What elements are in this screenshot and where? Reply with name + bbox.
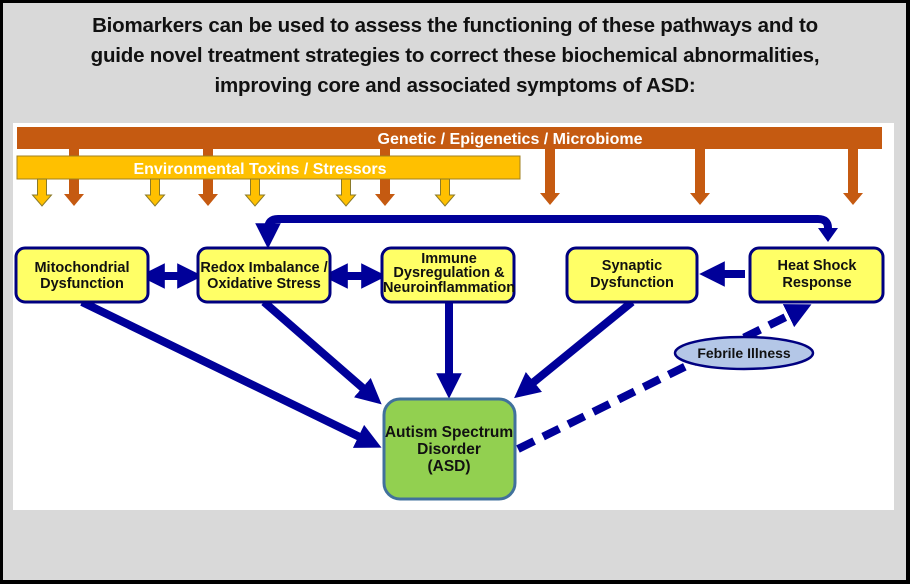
heading-line: guide novel treatment strategies to corr…: [90, 44, 820, 67]
node-label: Mitochondrial: [34, 260, 129, 276]
node-heat-shock: Heat Shock Response: [748, 246, 885, 304]
node-asd: Autism Spectrum Disorder (ASD): [382, 397, 517, 501]
environmental-drop-arrow: [434, 178, 456, 207]
genetic-drop-arrow: [843, 148, 863, 205]
heading-line: improving core and associated symptoms o…: [214, 74, 696, 97]
node-label: Dysregulation &: [393, 265, 505, 281]
node-label: Autism Spectrum: [385, 424, 513, 441]
node-label: Dysfunction: [590, 275, 674, 291]
genetic-drop-arrow: [690, 148, 710, 205]
node-label: Redox Imbalance /: [200, 260, 327, 276]
node-mitochondrial: Mitochondrial Dysfunction: [14, 246, 150, 304]
environmental-bar-label: Environmental Toxins / Stressors: [133, 161, 386, 178]
environmental-drop-arrow: [144, 178, 166, 207]
asd-to-heat-shock-dashed-arrow: [516, 304, 812, 453]
genetic-drop-arrow: [540, 148, 560, 205]
synaptic-to-asd-arrow: [514, 298, 635, 399]
heading-text: Biomarkers can be used to assess the fun…: [3, 11, 907, 101]
node-synaptic: Synaptic Dysfunction: [565, 246, 699, 304]
node-label: Oxidative Stress: [207, 276, 321, 292]
environmental-drop-arrow: [244, 178, 266, 207]
environmental-bar: [16, 155, 521, 180]
genetic-bar-label: Genetic / Epigenetics / Microbiome: [378, 131, 643, 148]
node-redox: Redox Imbalance / Oxidative Stress: [196, 246, 332, 304]
node-label: Immune: [421, 251, 477, 267]
node-label: Dysfunction: [40, 276, 124, 292]
genetic-bar: [17, 127, 882, 149]
node-label: Heat Shock: [778, 258, 858, 274]
environmental-factors-group: Environmental Toxins / Stressors: [16, 155, 521, 207]
febrile-illness-label: Febrile Illness: [697, 345, 791, 361]
node-immune: Immune Dysregulation & Neuroinflammation: [380, 246, 516, 304]
heading-line: Biomarkers can be used to assess the fun…: [92, 14, 818, 37]
environmental-drop-arrow: [335, 178, 357, 207]
environmental-drop-arrow: [31, 178, 53, 207]
redox-to-asd-arrow: [261, 298, 382, 405]
node-label: Response: [782, 275, 851, 291]
mito-to-asd-arrow: [80, 298, 382, 448]
node-label: Synaptic: [602, 258, 662, 274]
node-label: Neuroinflammation: [383, 280, 515, 296]
node-label: (ASD): [427, 458, 470, 475]
node-febrile-illness: Febrile Illness: [673, 335, 815, 371]
heat-shock-to-redox-arrow: [255, 215, 832, 249]
node-label: Disorder: [417, 441, 481, 458]
loop-arrow-start-head: [818, 228, 838, 242]
